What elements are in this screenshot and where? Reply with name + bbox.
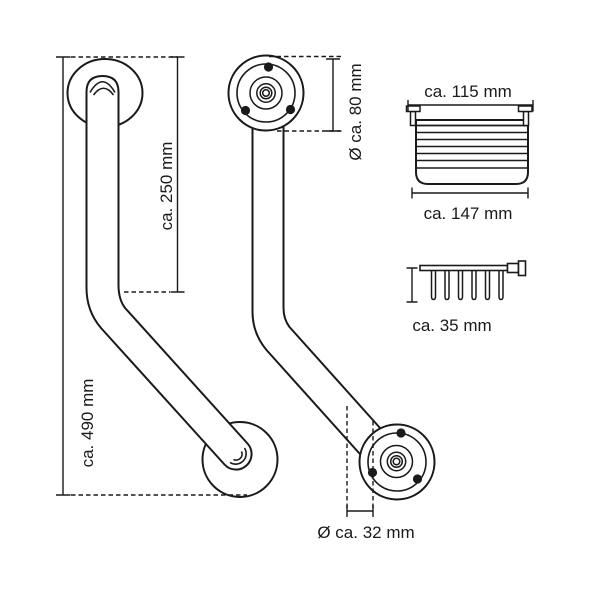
basket-prong [484, 268, 491, 301]
tube-end-ring-2 [256, 83, 276, 103]
basket-prong [430, 268, 437, 301]
tube-end-ring-3 [259, 86, 273, 100]
dimension-line-basket-mount-width [407, 100, 534, 112]
mount-clip-cap-right [517, 105, 533, 113]
tube-collar-arc-top-inner [92, 87, 115, 96]
label-total-length: ca. 490 mm [78, 379, 97, 468]
grab-bar-side-view [66, 58, 279, 498]
wire-basket-side-view [419, 260, 527, 301]
dimension-line-basket-width [411, 187, 529, 199]
screw-dot [367, 467, 378, 478]
label-basket-mount-width: ca. 115 mm [424, 82, 512, 101]
mounting-flange-top-front [227, 54, 305, 132]
tube-end-ring-1 [379, 444, 414, 479]
mount-clip-stem-left [409, 110, 417, 127]
screw-dot [263, 62, 274, 72]
bar-tube-front [251, 119, 403, 474]
dimension-line-basket-depth [406, 267, 418, 303]
basket-prong [457, 268, 464, 301]
tube-end-ring-1 [249, 76, 283, 110]
screw-dot [285, 104, 296, 115]
tube-collar-arc-top [89, 80, 116, 93]
tube-collar-arc-bottom [229, 447, 247, 465]
flange-outer-circle [358, 423, 436, 501]
basket-prong [444, 268, 450, 301]
basket-prong [498, 268, 504, 301]
screw-dot [396, 428, 406, 438]
dimension-line-total-length [56, 56, 71, 496]
dimension-line-upper-segment [170, 56, 185, 293]
screw-dot [240, 105, 251, 116]
rail-end-cap [517, 260, 527, 277]
dimension-lines [56, 55, 534, 517]
basket-body [415, 119, 529, 185]
label-basket-depth: ca. 35 mm [412, 316, 491, 335]
grab-bar-front-view [227, 54, 436, 501]
mount-clip-stem-right [522, 110, 530, 127]
wire-basket-front-view [405, 105, 533, 185]
dimension-line-flange-diameter [326, 58, 340, 132]
dimension-line-tube-diameter [346, 505, 374, 517]
tube-end-ring-4 [261, 88, 271, 98]
screw-dot [412, 474, 423, 484]
label-basket-width: ca. 147 mm [424, 204, 513, 223]
tube-end-ring-4 [392, 457, 401, 466]
dimension-labels: ca. 490 mm ca. 250 mm Ø ca. 80 mm ca. 11… [78, 63, 512, 542]
label-tube-diameter: Ø ca. 32 mm [317, 523, 414, 542]
label-flange-diameter: Ø ca. 80 mm [346, 63, 365, 160]
mount-clip-cap-left [405, 105, 421, 113]
tube-end-ring-2 [386, 451, 407, 472]
rail-connector [506, 262, 520, 274]
tube-end-ring-3 [389, 454, 404, 469]
bar-tube-side [85, 75, 253, 471]
basket-prong [471, 268, 477, 301]
label-upper-segment: ca. 250 mm [157, 142, 176, 231]
rail-bar [419, 264, 509, 272]
tube-collar-arc-bottom-inner [233, 451, 243, 461]
mounting-flange-bottom-front [358, 423, 436, 501]
